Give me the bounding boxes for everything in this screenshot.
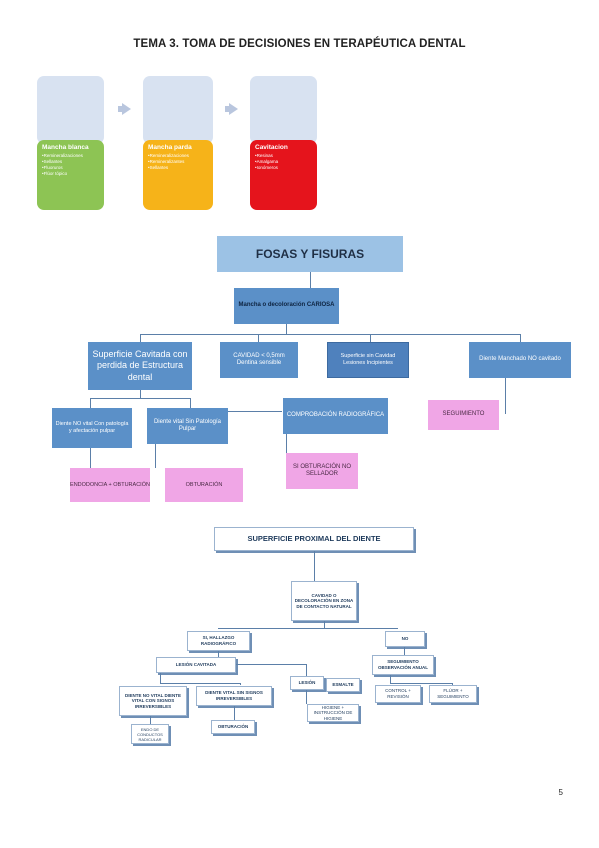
stage-title: Cavitacion [255,144,288,151]
proximal-obturacion-box: OBTURACIÓN [211,720,255,734]
stage-bullet: •Flúor tópico [42,171,68,176]
proximal-fluor-box: FLÚOR + SEGUIMIENTO [429,685,477,703]
stage-bullet: •Ionómeros [255,165,278,170]
fosas-diente-manchado-box: Diente Manchado NO cavitado [469,342,571,378]
proximal-vital-box: DIENTE VITAL SIN SIGNOS IRREVERSIBLES [196,686,272,706]
stage-bullet: •Resinas [255,153,273,158]
proximal-cavidad-box: CAVIDAD O DECOLORACIÓN EN ZONA DE CONTAC… [291,581,357,621]
fosas-diente-no-vital-box: Diente NO vital Con patología y afectaci… [52,408,132,448]
fosas-cavidad-box: CAVIDAD < 0,5mm Dentina sensible [220,342,298,378]
fosas-endo-box: ENDODONCIA + OBTURACIÓN [70,468,150,502]
fosas-restauracion-box: OBTURACIÓN [165,468,243,502]
fosas-header: FOSAS Y FISURAS [217,236,403,272]
stage-bullet: •Remineralizantes [148,159,185,164]
fosas-diente-vital-box: Diente vital Sin Patología Pulpar [147,408,228,444]
page-title: TEMA 3. TOMA DE DECISIONES EN TERAPÉUTIC… [133,38,466,50]
arrow-right-icon [118,103,131,115]
stage-bullet: •Fluoruros [42,165,63,170]
proximal-higiene-box: HIGIENE + INSTRUCCIÓN DE HIGIENE [307,704,359,722]
stage-title: Mancha blanca [42,144,89,151]
stage-bullet: •Amalgama [255,159,279,164]
fosas-obturacion-box: SI OBTURACIÓN NO SELLADOR [286,453,358,489]
stage-card-mancha-blanca: Mancha blanca •Remineralizaciones •Sella… [37,140,104,210]
proximal-esmalte-box: ESMALTE [326,678,360,692]
stage-bullet: •Remineralizaciones [148,153,189,158]
stage-bullet: •Remineralizaciones [42,153,83,158]
fosas-mancha-box: Mancha o decoloración CARIOSA [234,288,339,324]
proximal-no-vital-box: DIENTE NO VITAL DIENTE VITAL CON SIGNOS … [119,686,187,716]
proximal-endo-box: ENDO DE CONDUCTOS RADICULAR [131,724,169,744]
fosas-comprobacion-box: COMPROBACIÓN RADIOGRÁFICA [283,398,388,434]
stage-title: Mancha parda [148,144,192,151]
stage-1-top [37,76,104,144]
stage-card-cavitacion: Cavitacion •Resinas •Amalgama •Ionómeros [250,140,317,210]
page-number: 5 [558,788,563,797]
stage-card-mancha-parda: Mancha parda •Remineralizaciones •Remine… [143,140,213,210]
fosas-seguimiento-box: SEGUIMIENTO [428,400,499,430]
proximal-header: SUPERFICIE PROXIMAL DEL DIENTE [214,527,414,551]
proximal-seguimiento-box: SEGUIMIENTO OBSERVACIÓN ANUAL [372,655,434,675]
proximal-lesion-cavitada-box: LESIÓN CAVITADA [156,657,236,673]
stage-3-top [250,76,317,144]
proximal-no-box: NO [385,631,425,647]
proximal-si-box: SI, HALLAZGO RADIOGRÁFICO [187,631,250,651]
stage-bullet: •Sellantes [42,159,63,164]
proximal-control-box: CONTROL + REVISIÓN [375,685,421,703]
proximal-lesion-box: LESIÓN [290,676,324,690]
fosas-superficie-sin-box: Superficie sin Cavidad Lesiones Incipien… [327,342,409,378]
stage-2-top [143,76,213,144]
fosas-superficie-box: Superficie Cavitada con perdida de Estru… [88,342,192,390]
arrow-right-icon [225,103,238,115]
stage-bullet: •Sellantes [148,165,169,170]
